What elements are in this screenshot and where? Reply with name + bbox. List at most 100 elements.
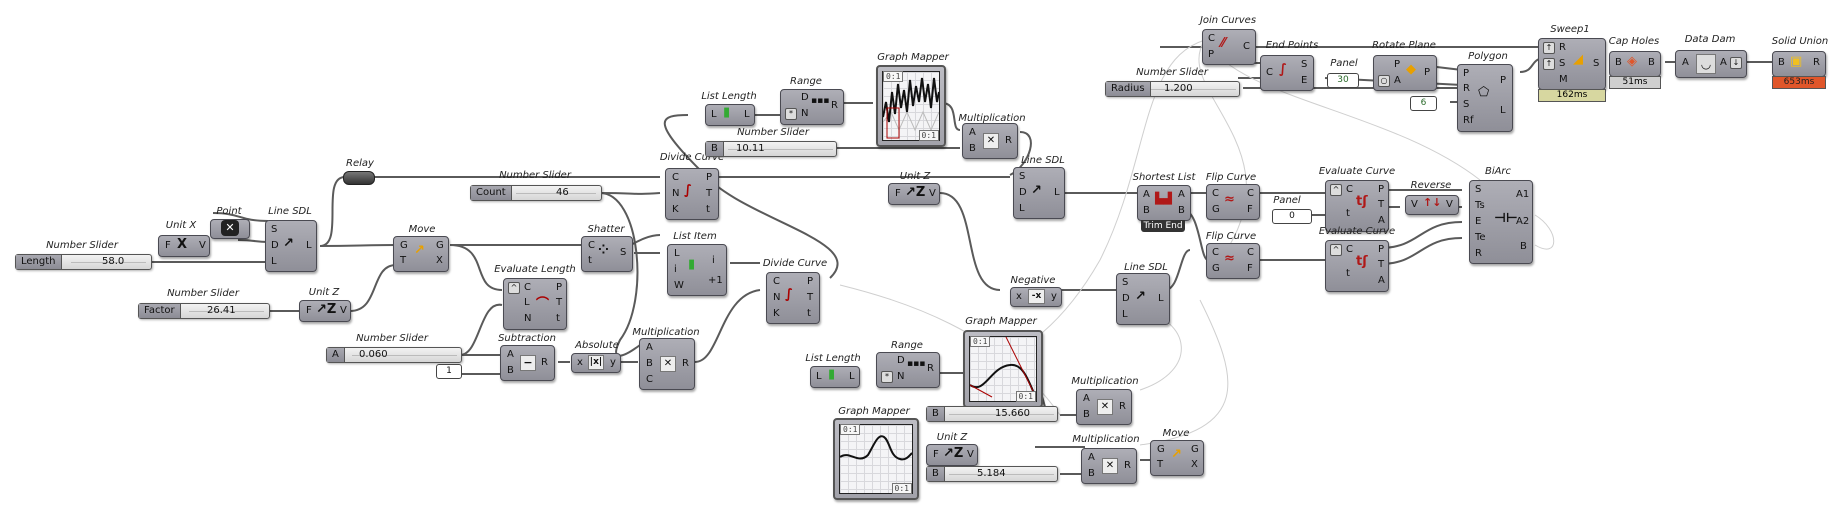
slider-b1[interactable]: B 10.11 [705, 141, 837, 157]
trim-end-badge[interactable]: Trim End [1141, 220, 1185, 232]
panel-one[interactable]: 1 [436, 364, 462, 379]
slider-radius[interactable]: Radius 1.200 [1105, 81, 1240, 97]
port-t[interactable]: t [588, 255, 592, 266]
port-p[interactable]: P [807, 276, 814, 287]
shatter-node[interactable]: C t ⁘ S [581, 236, 633, 272]
port-d[interactable]: D [897, 355, 905, 366]
port-b[interactable]: B [507, 365, 514, 376]
port-b-out[interactable]: B [1178, 205, 1185, 216]
port-a[interactable]: A [1088, 452, 1095, 463]
port-w[interactable]: W [674, 280, 684, 291]
port-d[interactable]: D [1122, 293, 1130, 304]
port-l-out[interactable]: L [306, 240, 312, 251]
port-d[interactable]: D [801, 92, 809, 103]
port-b[interactable]: B [1615, 57, 1622, 68]
port-t[interactable]: T [807, 292, 814, 303]
port-p[interactable]: P [1463, 68, 1470, 79]
port-f[interactable]: F [306, 305, 312, 316]
unit-z-2-node[interactable]: F ↗Z V [888, 183, 940, 205]
port-p[interactable]: P [706, 172, 713, 183]
absolute-node[interactable]: x |x| y [571, 353, 621, 373]
port-a-out[interactable]: A [1178, 189, 1185, 200]
port-t-lower[interactable]: t [706, 204, 710, 215]
port-s[interactable]: S [1475, 184, 1482, 195]
port-p[interactable]: P [1394, 59, 1401, 70]
port-x-out[interactable]: X [1191, 459, 1198, 470]
param-graft-icon[interactable]: ↑ [1543, 42, 1555, 54]
graph-area[interactable] [839, 424, 913, 494]
port-l[interactable]: L [674, 248, 680, 259]
port-p-out[interactable]: P [1500, 75, 1507, 86]
port-a[interactable]: A [1083, 393, 1090, 404]
divide-curve-2-node[interactable]: C N K ∫ P T t [766, 272, 820, 324]
port-i[interactable]: i [674, 264, 677, 275]
port-ts[interactable]: Ts [1475, 200, 1485, 211]
port-b[interactable]: B [1520, 241, 1527, 252]
evaluate-length-node[interactable]: ^ C L N ⌒ P T t [503, 278, 567, 330]
port-a-out[interactable]: A [1720, 57, 1727, 68]
cap-holes-node[interactable]: B ◈ B [1609, 51, 1661, 77]
port-l[interactable]: L [711, 109, 717, 120]
line-sdl-3-node[interactable]: S D L ↗ L [1116, 273, 1170, 325]
port-s[interactable]: S [1019, 171, 1026, 182]
port-e[interactable]: E [1301, 75, 1308, 86]
port-g[interactable]: G [1212, 204, 1220, 215]
line-sdl-1-node[interactable]: S D L ↗ L [265, 220, 317, 272]
subtraction-node[interactable]: A B − R [500, 345, 555, 381]
port-a[interactable]: A [1394, 75, 1401, 86]
port-r[interactable]: R [541, 357, 548, 368]
port-s[interactable]: S [1463, 99, 1470, 110]
port-x[interactable]: x [577, 357, 583, 368]
port-s[interactable]: S [1301, 59, 1308, 70]
port-s-out[interactable]: S [1593, 58, 1600, 69]
port-p[interactable]: P [556, 282, 563, 293]
shortest-list-node[interactable]: A B ▙▟ A B [1137, 185, 1191, 221]
port-b[interactable]: B [1778, 57, 1785, 68]
port-k[interactable]: K [773, 308, 780, 319]
line-sdl-2-node[interactable]: S D L ↗ L [1013, 167, 1065, 219]
port-s[interactable]: S [1122, 277, 1129, 288]
port-plus1-out[interactable]: +1 [708, 275, 723, 286]
panel-six[interactable]: 6 [1410, 96, 1437, 111]
flip-curve-2-node[interactable]: C G ≈ C F [1206, 243, 1260, 279]
port-d[interactable]: D [1019, 187, 1027, 198]
negative-node[interactable]: x -x y [1010, 287, 1062, 307]
port-g[interactable]: G [1212, 263, 1220, 274]
biarc-node[interactable]: S Ts E Te R ⊣⊢ A1 A2 B [1469, 180, 1533, 264]
port-t[interactable]: T [706, 188, 713, 199]
param-toggle-icon[interactable]: ^ [508, 282, 520, 294]
port-r[interactable]: R [831, 100, 838, 111]
port-s[interactable]: S [271, 224, 278, 235]
port-v[interactable]: V [340, 305, 347, 316]
port-v[interactable]: V [199, 240, 206, 251]
port-a[interactable]: A [646, 342, 653, 353]
port-n[interactable]: N [897, 371, 905, 382]
evaluate-curve-1-node[interactable]: ^ C t tʃ P T A [1325, 180, 1389, 232]
port-c[interactable]: C [1212, 247, 1219, 258]
panel-thirty[interactable]: 30 [1327, 73, 1359, 88]
port-p-out[interactable]: P [1424, 67, 1431, 78]
port-a[interactable]: A [969, 127, 976, 138]
port-c[interactable]: C [588, 240, 595, 251]
port-l-out[interactable]: L [744, 109, 750, 120]
port-g[interactable]: G [1157, 444, 1165, 455]
port-l[interactable]: L [271, 256, 277, 267]
port-c[interactable]: C [773, 276, 780, 287]
port-m[interactable]: M [1559, 74, 1568, 85]
port-i-out[interactable]: i [712, 255, 715, 266]
list-item-node[interactable]: L i W ▮ i +1 [667, 244, 727, 296]
port-c-out[interactable]: C [1243, 41, 1250, 52]
param-graft-icon[interactable]: ↑ [1543, 58, 1555, 70]
panel-zero[interactable]: 0 [1272, 209, 1312, 224]
slider-factor[interactable]: Factor 26.41 [138, 303, 270, 319]
port-x-out[interactable]: X [436, 255, 443, 266]
port-r[interactable]: R [927, 363, 934, 374]
port-t[interactable]: t [1346, 208, 1350, 219]
port-b[interactable]: B [1143, 205, 1150, 216]
port-d[interactable]: D [271, 240, 279, 251]
port-r[interactable]: R [1475, 248, 1482, 259]
port-t[interactable]: T [556, 297, 563, 308]
port-te[interactable]: Te [1475, 232, 1486, 243]
param-toggle-icon[interactable]: ^ [1330, 184, 1342, 196]
port-a[interactable]: A [1378, 215, 1385, 226]
